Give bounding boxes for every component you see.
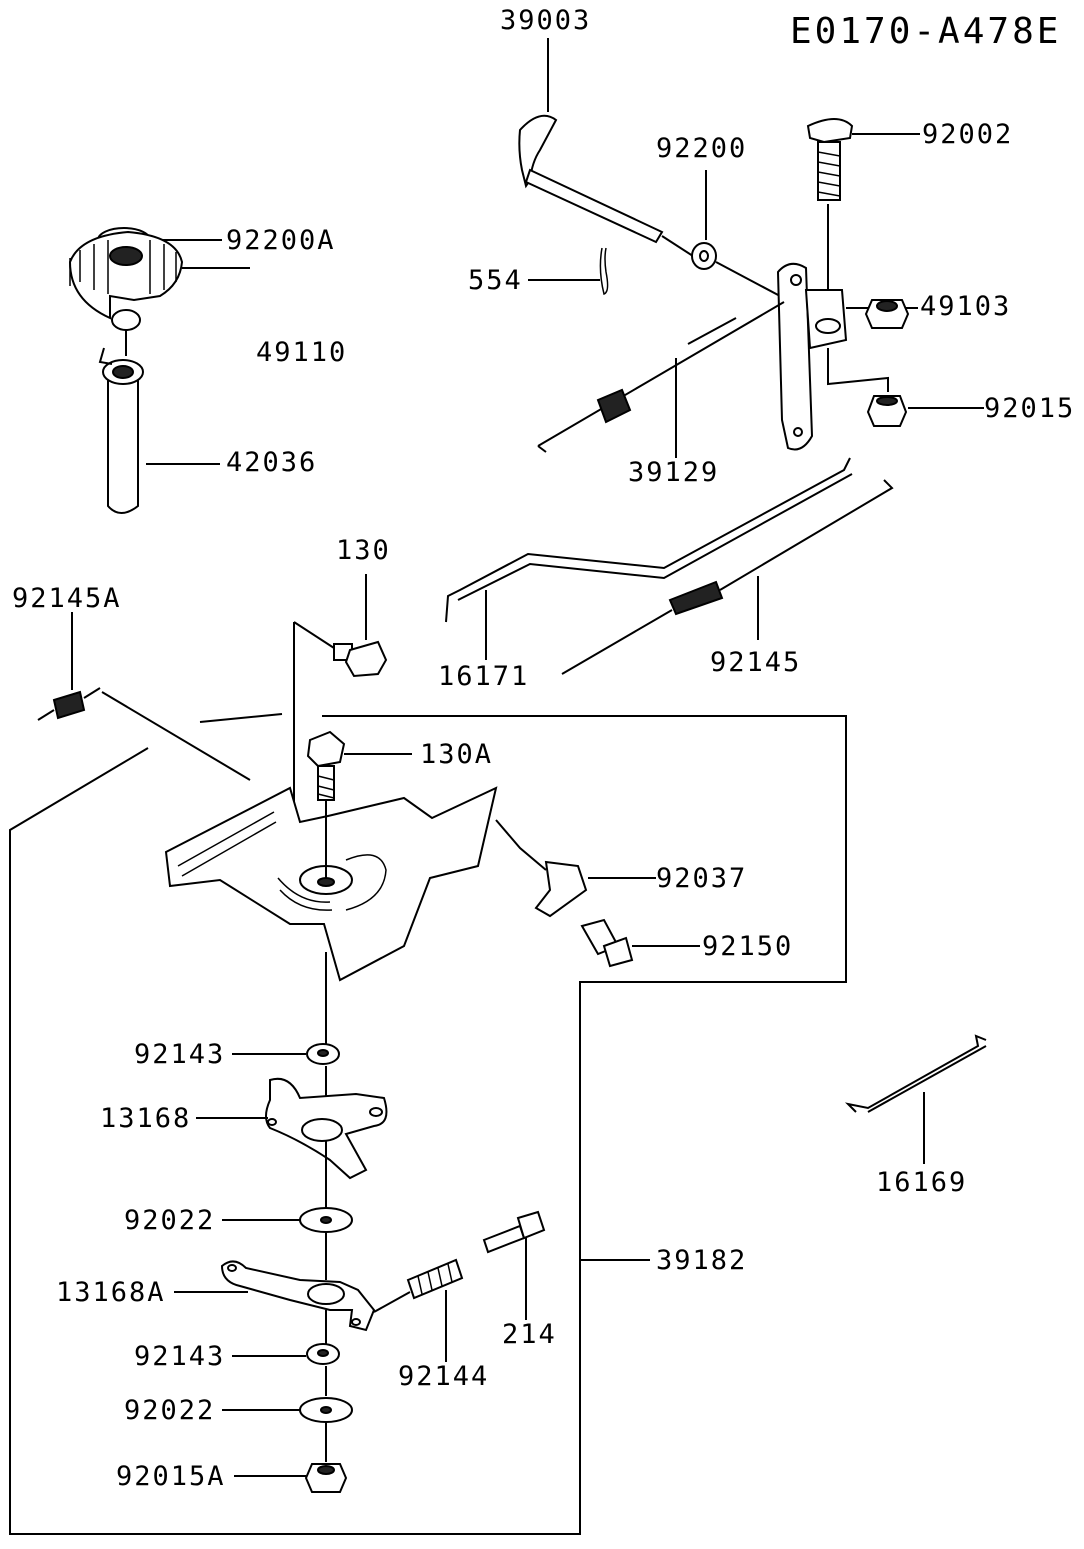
part-label-92037: 92037 [656,863,748,894]
part-label-130A: 130A [420,739,494,770]
rod-16171 [445,457,853,660]
part-label-39003: 39003 [500,5,592,36]
part-label-13168: 13168 [100,1103,192,1134]
part-label-13168A: 13168A [56,1277,166,1308]
spring-92144 [406,1258,464,1362]
washer-92200 [691,170,781,297]
part-label-92143-upper: 92143 [134,1039,226,1070]
part-label-92200A: 92200A [226,225,336,256]
part-label-130: 130 [336,535,391,566]
part-label-92015A: 92015A [116,1461,226,1492]
nut-92015 [864,299,984,427]
lever-39003 [518,38,697,259]
washer-92143-upper [232,1043,340,1065]
lever-13168 [196,1077,388,1180]
screw-214 [482,1210,546,1320]
washer-92022-upper [222,1207,353,1233]
pin-554 [528,247,609,295]
sleeve-42036 [98,330,220,514]
part-label-92145: 92145 [710,647,802,678]
diagram-code: E0170-A478E [790,11,1062,52]
clamp-92037 [534,860,656,918]
part-label-39182: 39182 [656,1245,748,1276]
part-label-42036: 42036 [226,447,318,478]
spring-92145 [561,479,894,675]
part-label-49110: 49110 [256,337,348,368]
bolt-130A [306,730,412,801]
screw-92150 [580,918,700,968]
part-label-92200: 92200 [656,133,748,164]
part-label-92002: 92002 [922,119,1014,150]
rod-39129 [537,301,785,458]
part-label-16171: 16171 [438,661,530,692]
rod-16169 [844,1034,987,1164]
part-label-92144: 92144 [398,1361,490,1392]
gear-49110 [68,230,250,331]
part-label-92150: 92150 [702,931,794,962]
bolt-92002 [806,118,920,292]
part-label-92022-upper: 92022 [124,1205,216,1236]
washer-92143-lower [232,1343,340,1365]
part-label-49103: 49103 [920,291,1012,322]
bolt-130 [293,574,388,826]
part-label-16169: 16169 [876,1167,968,1198]
spring-92145A [37,612,251,781]
lever-49103 [776,262,918,451]
lever-13168A [174,1260,411,1332]
part-label-214: 214 [502,1319,557,1350]
bracket-main [164,786,547,982]
nut-92015A [234,1463,348,1493]
part-label-92145A: 92145A [12,583,122,614]
part-label-554: 554 [468,265,523,296]
assembly-frame-39182 [9,715,847,1535]
washer-92022-lower [222,1397,353,1423]
part-label-92015: 92015 [984,393,1076,424]
part-label-92022-lower: 92022 [124,1395,216,1426]
part-label-92143-lower: 92143 [134,1341,226,1372]
part-label-39129: 39129 [628,457,720,488]
